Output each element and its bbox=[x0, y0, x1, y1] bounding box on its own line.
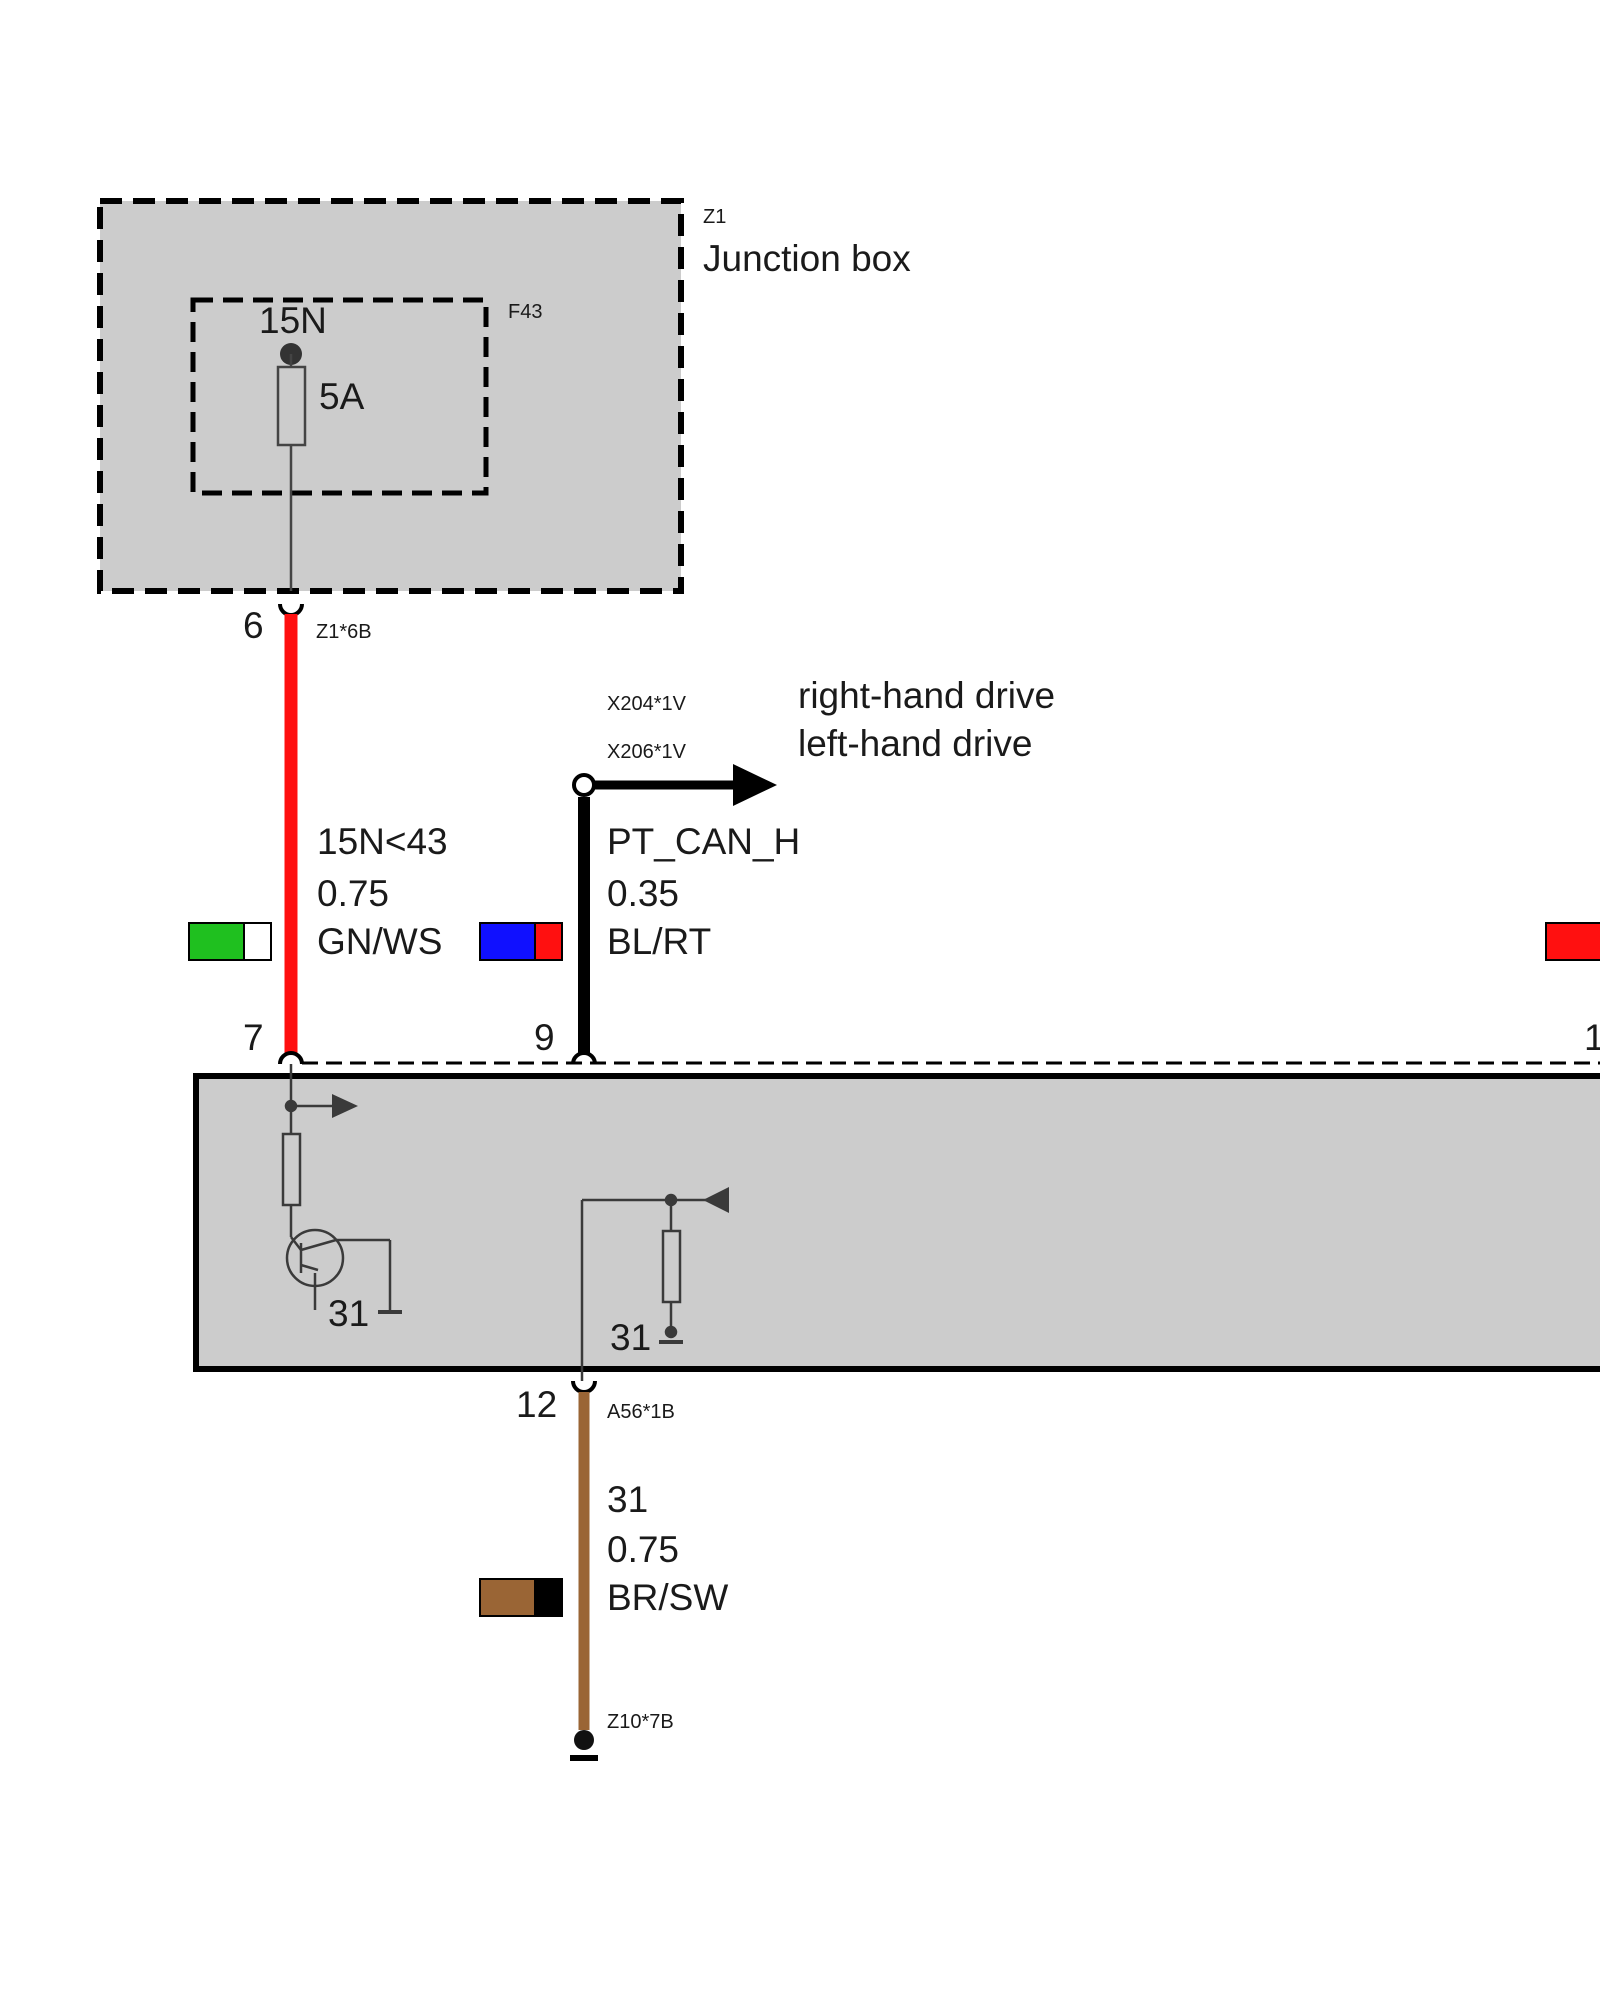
resistor-input-arrow-icon bbox=[703, 1187, 729, 1213]
wire-15n43-cross-section: 0.75 bbox=[317, 873, 389, 914]
connector-cup-pin-9 bbox=[571, 1051, 597, 1065]
pin-12-label: 12 bbox=[516, 1384, 557, 1425]
wire-ground-31-color-swatch bbox=[479, 1578, 563, 1617]
fuse-rating: 5A bbox=[319, 376, 365, 417]
connector-x206-1v: X206*1V bbox=[607, 741, 687, 763]
label-right-hand-drive: right-hand drive bbox=[798, 675, 1055, 716]
can-arrow-head bbox=[733, 764, 777, 806]
wire-ground-31-cross-section: 0.75 bbox=[607, 1529, 679, 1570]
right-edge-color-swatch bbox=[1545, 922, 1600, 961]
ground-point-connector: Z10*7B bbox=[607, 1711, 674, 1733]
wire-ground-31-signal: 31 bbox=[607, 1479, 648, 1520]
connector-cup-z1-6 bbox=[278, 603, 304, 617]
junction-box-name: Junction box bbox=[703, 238, 911, 279]
transistor-circuit bbox=[281, 1064, 402, 1314]
fuse-terminal-label: 15N bbox=[259, 300, 327, 341]
fuse-id: F43 bbox=[508, 301, 542, 323]
transistor-output-arrow-icon bbox=[332, 1094, 358, 1118]
pin-9-label: 9 bbox=[534, 1017, 555, 1058]
wire-ground-31-color-code: BR/SW bbox=[607, 1577, 728, 1618]
wire-pt-can-h-color-code: BL/RT bbox=[607, 921, 711, 962]
wire-15n43-color-code: GN/WS bbox=[317, 921, 442, 962]
resistor-circuit bbox=[580, 1193, 706, 1381]
pin-7-label: 7 bbox=[243, 1017, 264, 1058]
wire-15n43-color-swatch bbox=[188, 922, 272, 961]
connector-a56-1b: A56*1B bbox=[607, 1401, 675, 1423]
junction-box-outline bbox=[97, 198, 684, 594]
label-left-hand-drive: left-hand drive bbox=[798, 723, 1032, 764]
fuse-box-outline bbox=[190, 297, 489, 496]
connector-cup-pin-7 bbox=[278, 1051, 304, 1065]
wire-pt-can-h-color-swatch bbox=[479, 922, 563, 961]
ground-point-dot bbox=[574, 1730, 594, 1750]
wire-pt-can-h-signal: PT_CAN_H bbox=[607, 821, 800, 862]
junction-box-id: Z1 bbox=[703, 206, 726, 228]
connector-cup-pin-12 bbox=[571, 1380, 597, 1394]
connector-z1-6b: Z1*6B bbox=[316, 621, 372, 643]
connector-x204-1v: X204*1V bbox=[607, 693, 687, 715]
ground-label-right: 31 bbox=[610, 1317, 651, 1358]
pin-1-label: 1 bbox=[1584, 1017, 1600, 1058]
wire-15n43-signal: 15N<43 bbox=[317, 821, 448, 862]
ground-label-left: 31 bbox=[328, 1293, 369, 1334]
pin-6-label: 6 bbox=[243, 605, 264, 646]
control-module-body bbox=[193, 1073, 1600, 1372]
wire-pt-can-h-cross-section: 0.35 bbox=[607, 873, 679, 914]
can-branch-dot bbox=[572, 773, 596, 797]
